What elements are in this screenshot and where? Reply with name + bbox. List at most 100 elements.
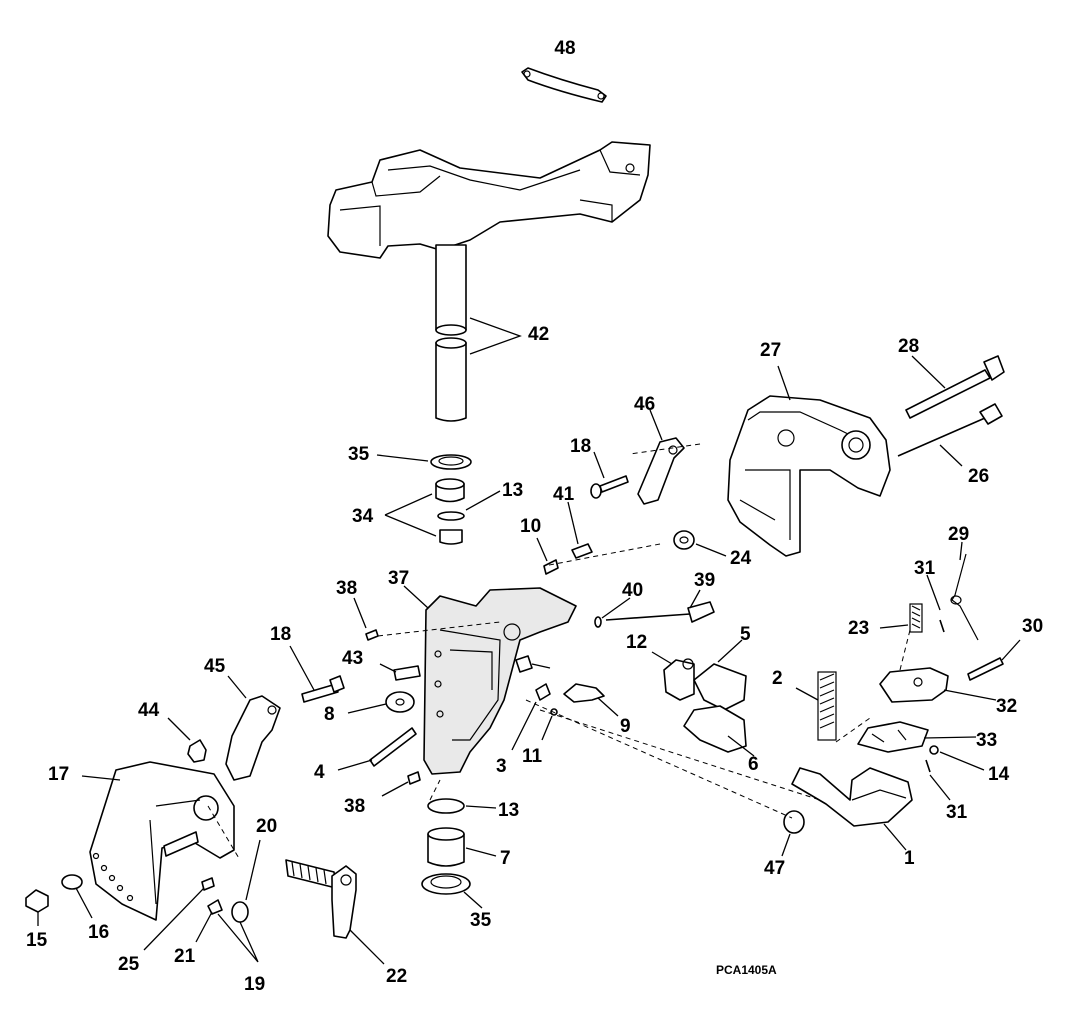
callout-19: 19 (244, 974, 265, 995)
part-29-spring-wire (950, 541, 979, 641)
part-31-pin-upper (926, 574, 945, 633)
part-12-cam (651, 651, 695, 701)
part-6-tilt-lever (683, 705, 755, 757)
part-3-spring (511, 683, 551, 751)
part-41-screw (567, 501, 593, 559)
part-17-clamp-bracket (81, 761, 235, 921)
part-26-rod (897, 403, 1003, 467)
part-2-spring (795, 671, 837, 741)
part-38-screw-mid (515, 655, 551, 673)
callout-11: 11 (522, 746, 543, 767)
callout-7: 7 (500, 848, 511, 869)
callout-25: 25 (118, 954, 140, 975)
callout-47: 47 (764, 858, 785, 879)
callout-8: 8 (324, 704, 335, 725)
part-46-lever (637, 409, 685, 505)
part-11-pin (541, 708, 558, 741)
figure-code: PCA1405A (716, 963, 777, 977)
part-5-tilt-lock (693, 639, 747, 711)
callout-17: 17 (48, 764, 69, 785)
part-38-screw-lower (381, 771, 421, 797)
callout-45: 45 (204, 656, 226, 677)
part-10-setscrew (536, 537, 559, 575)
part-32-bracket (879, 667, 997, 703)
callout-48: 48 (554, 38, 575, 59)
part-8-washer (347, 691, 415, 714)
callout-13-lower: 13 (498, 800, 519, 821)
part-25-screw (143, 877, 215, 951)
callout-44: 44 (138, 700, 160, 721)
part-31-pin-lower (925, 759, 951, 801)
callout-5: 5 (740, 624, 751, 645)
callout-33: 33 (976, 730, 997, 751)
part-18-bolt-lower (289, 645, 345, 703)
callout-6: 6 (748, 754, 759, 775)
callout-21: 21 (174, 946, 196, 967)
callout-27: 27 (760, 340, 781, 361)
callout-labels: 48 42 35 34 13 27 28 26 46 18 41 10 24 2… (26, 38, 1043, 995)
part-18-bolt-upper (590, 451, 629, 499)
callout-3: 3 (496, 756, 507, 777)
callout-31-upper: 31 (914, 558, 936, 579)
part-34-bushing (384, 478, 501, 545)
callout-30: 30 (1022, 616, 1043, 637)
callout-9: 9 (620, 716, 631, 737)
part-45-bracket (225, 675, 281, 781)
part-16-washer (61, 874, 93, 919)
part-33-plate (857, 721, 977, 753)
part-42-tube (435, 244, 522, 422)
callout-2: 2 (772, 668, 783, 689)
callout-38-top: 38 (336, 578, 357, 599)
part-38-screw-upper (353, 597, 379, 641)
callout-35-lower: 35 (470, 910, 492, 931)
part-19-leaders (217, 913, 259, 963)
callout-26: 26 (968, 466, 989, 487)
callout-39: 39 (694, 570, 715, 591)
callout-35-upper: 35 (348, 444, 370, 465)
part-35-upper-bushing (376, 454, 472, 470)
callout-22: 22 (386, 966, 407, 987)
part-43-pin (379, 663, 421, 681)
part-24-bumper (673, 530, 727, 557)
callout-13-upper: 13 (502, 480, 523, 501)
callout-1: 1 (904, 848, 915, 869)
part-20-washer (231, 839, 261, 923)
part-13-ring-lower (427, 798, 497, 814)
callout-24: 24 (730, 548, 752, 569)
part-4-pin (337, 727, 417, 771)
part-23-spring (879, 603, 923, 633)
part-28-bolt (905, 355, 1005, 419)
part-39-link-rod (605, 589, 715, 623)
alignment-lines (207, 443, 911, 861)
part-27-stern-bracket (727, 365, 891, 557)
part-47-plug (781, 810, 805, 857)
callout-37: 37 (388, 568, 409, 589)
callout-14: 14 (988, 764, 1010, 785)
callout-32: 32 (996, 696, 1017, 717)
callout-46: 46 (634, 394, 655, 415)
part-40-ring (594, 597, 631, 628)
callout-38-bottom: 38 (344, 796, 365, 817)
part-30-pin (967, 639, 1021, 681)
callout-10: 10 (520, 516, 541, 537)
callout-23: 23 (848, 618, 869, 639)
part-37-swivel-body (403, 585, 577, 775)
part-48-clip (521, 67, 607, 103)
part-15-nut (25, 889, 49, 926)
part-9-latch (563, 683, 619, 717)
callout-42: 42 (528, 324, 549, 345)
callout-41: 41 (553, 484, 575, 505)
callout-16: 16 (88, 922, 109, 943)
part-35-bushing-lower (421, 873, 483, 909)
callout-4: 4 (314, 762, 325, 783)
part-7-bushing (427, 827, 497, 867)
callout-34: 34 (352, 506, 374, 527)
callout-40: 40 (622, 580, 643, 601)
callout-43: 43 (342, 648, 363, 669)
callout-31-lower: 31 (946, 802, 968, 823)
callout-12: 12 (626, 632, 647, 653)
part-14-washer (929, 745, 985, 771)
callout-15: 15 (26, 930, 48, 951)
part-1-tilt-support (791, 767, 913, 851)
